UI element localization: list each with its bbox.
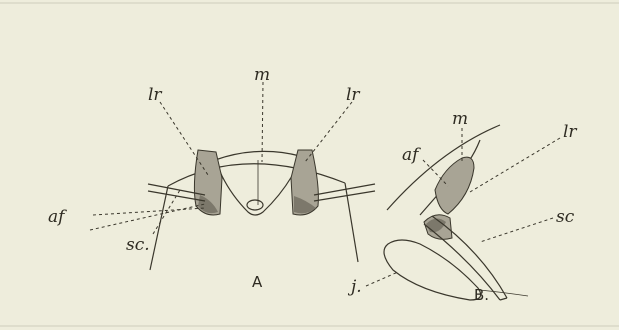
label-lr-left-a: lr [148, 85, 162, 105]
label-lr-right-a: lr [346, 85, 360, 105]
leader-af-a-2 [90, 204, 205, 230]
leader-m-a [262, 82, 263, 162]
label-sc-b: sc [556, 207, 575, 227]
lateral-receptacle-b [435, 157, 474, 214]
mentum-a [215, 151, 300, 215]
label-af-a: af [48, 207, 67, 227]
label-j-b: j. [347, 277, 362, 297]
label-lr-b: lr [563, 122, 577, 142]
mentum-tip-a [247, 200, 263, 210]
leader-sc-b [480, 218, 553, 242]
leader-lr-b [470, 138, 560, 192]
leader-sc-a [153, 190, 180, 234]
leader-lr-left-a [160, 102, 208, 175]
label-m-b: m [452, 109, 468, 129]
rod-right-upper-a [314, 184, 375, 195]
figure-a: lr m lr af sc. A [48, 65, 375, 291]
rod-b-end [500, 298, 507, 300]
head-side-left-a [150, 186, 168, 270]
figure-b: af m lr sc j. B. [347, 109, 577, 304]
panel-label-a: A [252, 273, 263, 291]
leader-j-b [366, 272, 398, 286]
rod-right-lower-a [314, 191, 375, 201]
leader-af-a [93, 208, 205, 215]
jaw-piece-b [384, 240, 481, 300]
label-af-b: af [402, 145, 421, 165]
label-m-a: m [254, 65, 270, 85]
panel-label-b: B. [474, 286, 489, 304]
label-sc-a: sc. [126, 235, 150, 255]
